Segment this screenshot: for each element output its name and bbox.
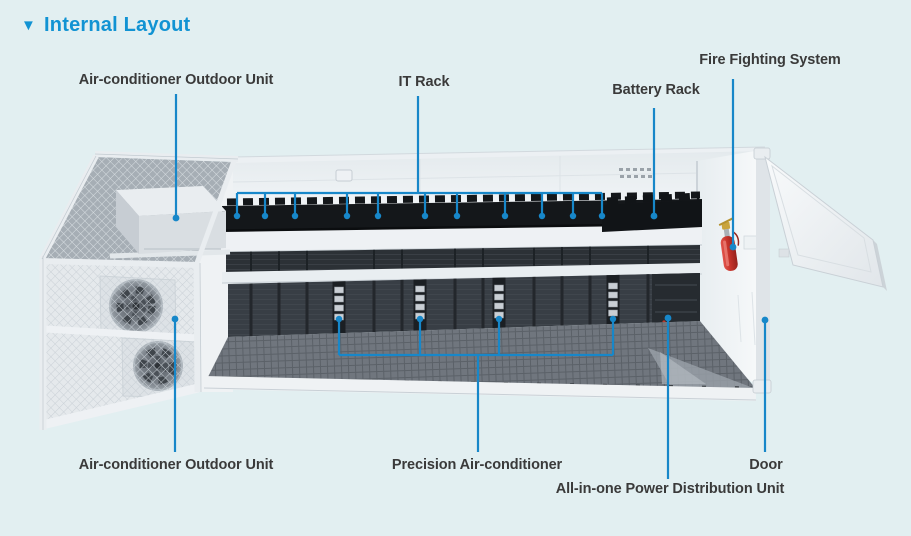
front-sill xyxy=(204,376,756,401)
outdoor-unit-cage xyxy=(39,151,239,430)
mid-rail xyxy=(222,263,702,284)
leader-precision-tree xyxy=(337,319,615,452)
leader-it-rack-tree xyxy=(235,96,604,214)
label-door: Door xyxy=(749,457,783,473)
roof-edge xyxy=(233,147,765,164)
label-fire-fighting-system: Fire Fighting System xyxy=(699,52,841,68)
label-air-conditioner-outdoor-unit-top: Air-conditioner Outdoor Unit xyxy=(78,72,274,88)
label-precision-air-conditioner: Precision Air-conditioner xyxy=(391,457,563,473)
section-title: ▼ Internal Layout xyxy=(21,14,190,37)
corner-post xyxy=(752,147,772,394)
section-marker-icon: ▼ xyxy=(21,17,37,34)
leader-lines xyxy=(173,79,767,479)
label-all-in-one-power-distribution-unit: All-in-one Power Distribution Unit xyxy=(555,481,785,497)
label-battery-rack: Battery Rack xyxy=(612,82,700,98)
label-it-rack: IT Rack xyxy=(398,74,450,90)
section-title-text: Internal Layout xyxy=(44,14,191,36)
leader-dots xyxy=(171,212,769,324)
precision-ac-columns xyxy=(332,273,620,337)
door-panel xyxy=(764,155,887,291)
it-rack-row xyxy=(221,191,703,337)
label-air-conditioner-outdoor-unit-bottom: Air-conditioner Outdoor Unit xyxy=(78,457,274,473)
pdu-unit xyxy=(652,273,700,330)
vent-grille xyxy=(619,168,652,178)
wall-latch xyxy=(335,169,353,182)
